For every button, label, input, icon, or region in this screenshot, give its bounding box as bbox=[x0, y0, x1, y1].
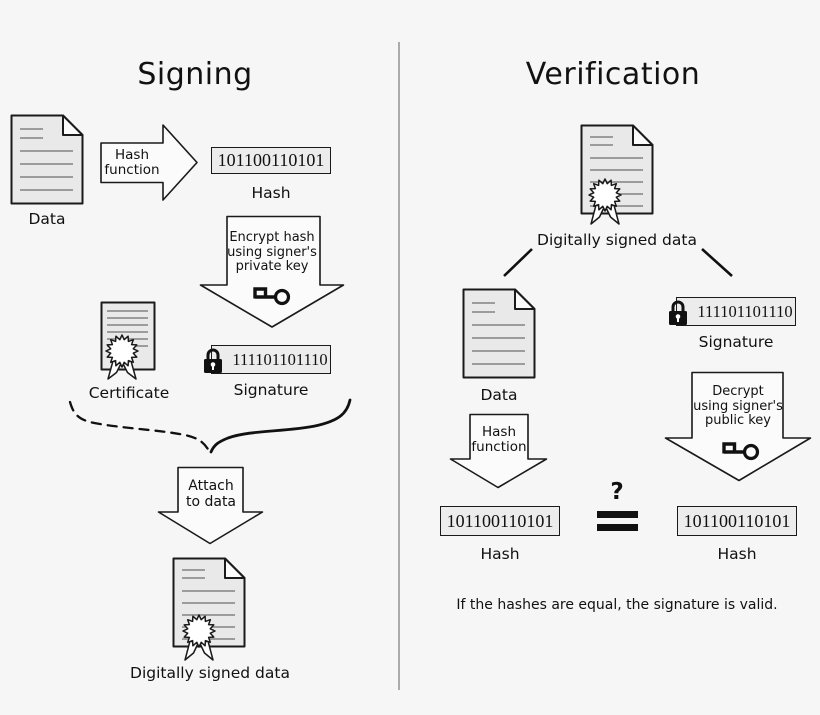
hash-function-line2: function bbox=[471, 439, 527, 455]
data-label: Data bbox=[480, 386, 518, 404]
hash-label: Hash bbox=[480, 545, 520, 563]
certificate-icon bbox=[100, 301, 156, 380]
equals-sign-bottom-bar bbox=[597, 524, 638, 531]
hash-value-box: 101100110101 bbox=[440, 506, 560, 536]
encrypt-line2: using signer's bbox=[227, 244, 317, 260]
signed-document-icon bbox=[580, 124, 654, 225]
encrypt-line1: Encrypt hash bbox=[229, 230, 315, 245]
key-icon bbox=[722, 442, 760, 461]
decrypt-line3: public key bbox=[704, 413, 771, 428]
hash-value-box: 101100110101 bbox=[677, 506, 797, 536]
verification-title: Verification bbox=[525, 57, 701, 92]
hash-function-line1: Hash bbox=[114, 147, 149, 163]
certificate-label: Certificate bbox=[88, 384, 170, 402]
signed-document-icon bbox=[172, 557, 246, 661]
encrypt-line3: private key bbox=[235, 259, 309, 274]
key-icon bbox=[253, 287, 291, 306]
data-document-icon bbox=[10, 114, 84, 205]
hash-function-arrow-text: Hash function bbox=[466, 425, 532, 455]
hash-function-arrow-icon bbox=[100, 124, 198, 201]
hash-function-arrow-text: Hash function bbox=[99, 148, 165, 178]
signature-value-box: 111101101110 bbox=[676, 297, 796, 326]
data-label: Data bbox=[28, 210, 66, 228]
rosette-seal-icon bbox=[105, 334, 139, 380]
hash-value-box: 101100110101 bbox=[211, 147, 331, 174]
padlock-icon bbox=[204, 348, 222, 373]
signature-label: Signature bbox=[698, 333, 774, 351]
question-mark: ? bbox=[610, 479, 624, 505]
rosette-seal-icon bbox=[588, 178, 622, 225]
panel-divider bbox=[398, 42, 400, 690]
conclusion-text: If the hashes are equal, the signature i… bbox=[456, 597, 778, 613]
encrypt-arrow-icon bbox=[199, 215, 345, 328]
hash-function-line1: Hash bbox=[481, 424, 516, 440]
padlock-icon bbox=[669, 300, 687, 325]
attach-line1: Attach bbox=[188, 478, 234, 494]
signed-data-label: Digitally signed data bbox=[130, 664, 290, 682]
data-document-icon bbox=[462, 288, 536, 379]
decrypt-line1: Decrypt bbox=[712, 384, 764, 399]
equals-sign-top-bar bbox=[597, 511, 638, 518]
decrypt-arrow-text: Decrypt using signer's public key bbox=[679, 384, 797, 429]
signature-label: Signature bbox=[233, 381, 309, 399]
signature-value-box: 111101101110 bbox=[211, 345, 331, 374]
attach-line2: to data bbox=[185, 493, 237, 510]
hash-function-arrow-icon bbox=[449, 413, 548, 489]
signed-data-label: Digitally signed data bbox=[537, 231, 697, 249]
hash-label: Hash bbox=[717, 545, 757, 563]
split-connector bbox=[503, 248, 733, 277]
attach-arrow-icon bbox=[157, 466, 264, 545]
encrypt-arrow-text: Encrypt hash using signer's private key bbox=[213, 230, 331, 275]
decrypt-arrow-icon bbox=[664, 371, 812, 482]
merge-connector bbox=[68, 398, 352, 454]
rosette-seal-icon bbox=[182, 614, 216, 661]
decrypt-line2: using signer's bbox=[693, 398, 783, 414]
attach-arrow-text: Attach to data bbox=[178, 478, 244, 510]
hash-function-line2: function bbox=[104, 162, 160, 178]
hash-label: Hash bbox=[251, 184, 291, 202]
signing-title: Signing bbox=[137, 57, 253, 92]
